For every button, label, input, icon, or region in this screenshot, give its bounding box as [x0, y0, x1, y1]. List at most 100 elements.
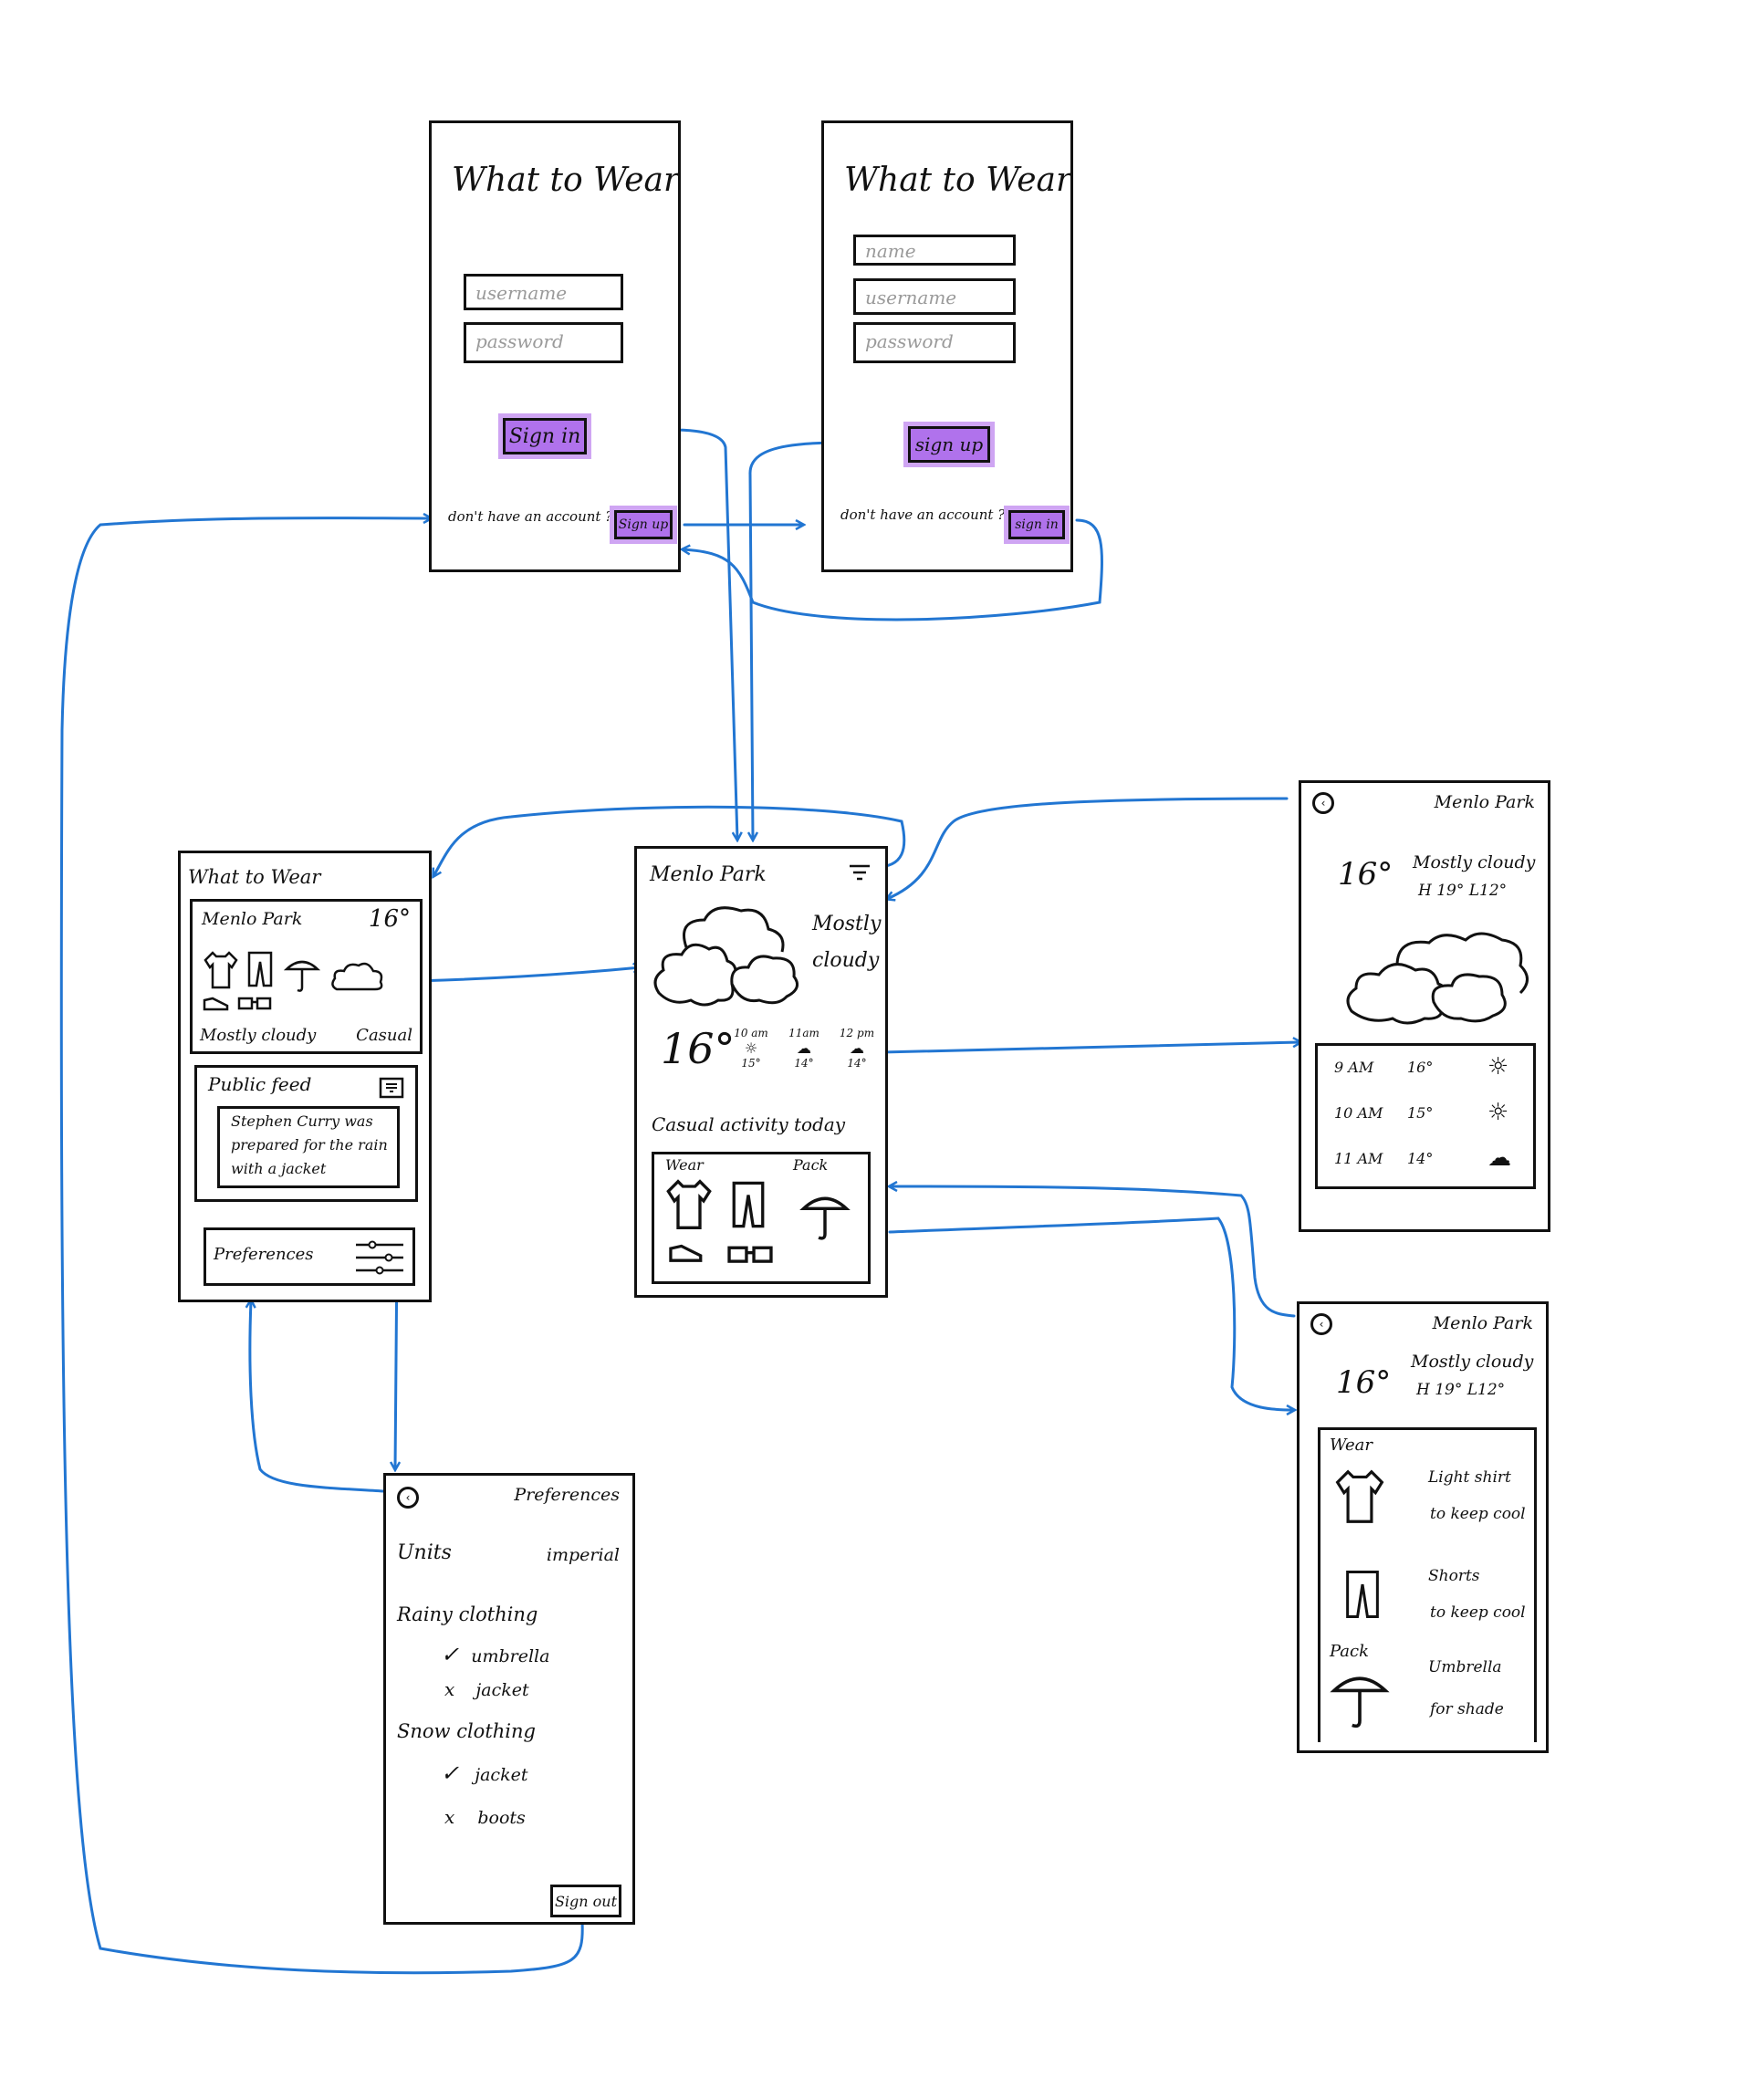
app-title: What to Wear	[844, 162, 1072, 199]
signin-link-button[interactable]: sign in	[1008, 510, 1065, 539]
cloud-icon: ☁	[797, 1039, 811, 1057]
large-cloud-icon	[653, 906, 799, 1007]
location-label: Menlo Park	[650, 863, 767, 886]
arrow-weather-to-forecast	[880, 1042, 1300, 1054]
feed-post[interactable]: Stephen Curry was prepared for the rain …	[217, 1106, 400, 1188]
signout-button[interactable]: Sign out	[550, 1885, 621, 1917]
row-time: 9 AM	[1334, 1059, 1374, 1076]
pants-icon	[732, 1181, 765, 1228]
signup-link-button[interactable]: Sign up	[614, 510, 673, 539]
feed-post-line: prepared for the rain	[231, 1136, 388, 1154]
username-placeholder: username	[475, 282, 568, 304]
shoe-icon	[203, 997, 229, 1011]
hour-temp: 14°	[794, 1057, 814, 1070]
item-line: to keep cool	[1430, 1505, 1526, 1523]
condition-line: Mostly	[812, 913, 882, 935]
arrow-prefs-to-home	[250, 1300, 385, 1493]
pref-item[interactable]: ✓ jacket	[441, 1760, 527, 1788]
x-mark-icon: x	[444, 1806, 455, 1828]
wear-pack-panel[interactable]: Wear Pack	[652, 1152, 871, 1284]
signin-button[interactable]: Sign in	[503, 418, 587, 454]
weather-screen: Menlo Park Mostly cloudy 16° 10 am ☼ 15°…	[634, 846, 888, 1298]
large-cloud-icon	[1346, 932, 1529, 1025]
row-time: 10 AM	[1334, 1104, 1383, 1122]
units-value[interactable]: imperial	[546, 1545, 620, 1565]
pref-item[interactable]: x jacket	[444, 1678, 529, 1706]
item-label: boots	[477, 1808, 526, 1828]
condition-label: Mostly cloudy	[200, 1026, 317, 1045]
sunglasses-icon	[727, 1246, 773, 1263]
pref-item[interactable]: ✓ umbrella	[441, 1642, 549, 1669]
activity-label: Casual	[356, 1026, 412, 1045]
back-icon[interactable]: ‹	[1312, 792, 1334, 814]
check-mark-icon: ✓	[441, 1760, 460, 1786]
shirt-icon	[1335, 1469, 1384, 1523]
arrow-weather-to-outfit	[888, 1217, 1294, 1410]
hourly-item: 12 pm ☁ 14°	[834, 1027, 880, 1070]
item-line: for shade	[1430, 1700, 1504, 1718]
username-placeholder: username	[865, 287, 957, 308]
pref-item[interactable]: x boots	[444, 1806, 526, 1833]
condition-label: Mostly cloudy	[1413, 852, 1536, 872]
item-line: Light shirt	[1428, 1468, 1511, 1487]
filter-icon[interactable]	[847, 862, 872, 883]
feed-post-line: Stephen Curry was	[231, 1112, 373, 1130]
wear-label: Wear	[1330, 1436, 1373, 1455]
units-label: Units	[397, 1541, 452, 1564]
password-field[interactable]: password	[853, 322, 1016, 363]
cloud-icon	[331, 962, 383, 991]
hour-temp: 15°	[741, 1057, 761, 1070]
back-icon[interactable]: ‹	[1310, 1313, 1332, 1335]
username-field[interactable]: username	[853, 278, 1016, 315]
temperature: 16°	[1338, 856, 1393, 893]
shirt-icon	[666, 1179, 712, 1229]
name-field[interactable]: name	[853, 235, 1016, 266]
hourly-table[interactable]: 9 AM 16° ☼ 10 AM 15° ☼ 11 AM 14° ☁	[1315, 1043, 1536, 1189]
hourly-forecast[interactable]: 10 am ☼ 15° 11am ☁ 14° 12 pm ☁ 14°	[728, 1027, 883, 1081]
hour-time: 10 am	[734, 1027, 768, 1039]
shirt-icon	[204, 951, 238, 989]
item-label: jacket	[475, 1765, 528, 1785]
arrow-outfit-back	[890, 1186, 1296, 1318]
no-account-text: don't have an account ?	[448, 508, 613, 525]
hour-time: 12 pm	[839, 1027, 875, 1039]
username-field[interactable]: username	[464, 274, 623, 310]
sun-icon: ☼	[1487, 1053, 1509, 1081]
snow-clothing-label: Snow clothing	[397, 1720, 536, 1742]
item-line: to keep cool	[1430, 1603, 1526, 1622]
hourly-row: 10 AM 15° ☼	[1318, 1099, 1539, 1135]
arrow-forecast-back	[887, 797, 1289, 899]
password-field[interactable]: password	[464, 322, 623, 363]
pack-label: Pack	[1330, 1642, 1370, 1661]
item-label: umbrella	[471, 1646, 550, 1666]
rainy-clothing-label: Rainy clothing	[397, 1603, 538, 1625]
high-low: H 19° L12°	[1418, 882, 1508, 900]
pants-icon	[247, 951, 273, 987]
x-mark-icon: x	[444, 1678, 455, 1700]
signup-button[interactable]: sign up	[908, 426, 990, 463]
hourly-item: 11am ☁ 14°	[781, 1027, 827, 1070]
page-title: Preferences	[514, 1485, 620, 1505]
back-icon[interactable]: ‹	[397, 1487, 419, 1509]
outfit-list[interactable]: Wear Light shirt to keep cool Shorts to …	[1318, 1427, 1537, 1742]
hour-temp: 14°	[847, 1057, 867, 1070]
row-time: 11 AM	[1334, 1150, 1383, 1167]
feed-title: Public feed	[208, 1073, 312, 1095]
location-label: Menlo Park	[1432, 1313, 1533, 1333]
name-placeholder: name	[865, 240, 916, 262]
activity-label: Casual activity today	[652, 1113, 846, 1135]
signin-screen: What to Wear username password Sign in d…	[429, 120, 681, 572]
temperature: 16°	[368, 905, 411, 933]
location-label: Menlo Park	[202, 909, 303, 929]
outfit-screen: ‹ Menlo Park 16° Mostly cloudy H 19° L12…	[1297, 1301, 1549, 1753]
sun-cloud-icon: ☼	[744, 1039, 758, 1057]
preferences-bar[interactable]: Preferences	[204, 1227, 415, 1286]
preferences-label: Preferences	[214, 1245, 314, 1264]
weather-card[interactable]: Menlo Park 16° Mostly cloudy Casual	[190, 899, 423, 1054]
umbrella-icon	[799, 1196, 851, 1240]
preferences-screen: ‹ Preferences Units imperial Rainy cloth…	[383, 1473, 635, 1925]
public-feed-card[interactable]: Public feed Stephen Curry was prepared f…	[194, 1065, 418, 1202]
arrow-home-to-weather	[413, 967, 641, 983]
sliders-icon	[356, 1240, 403, 1275]
shorts-icon	[1346, 1570, 1379, 1619]
